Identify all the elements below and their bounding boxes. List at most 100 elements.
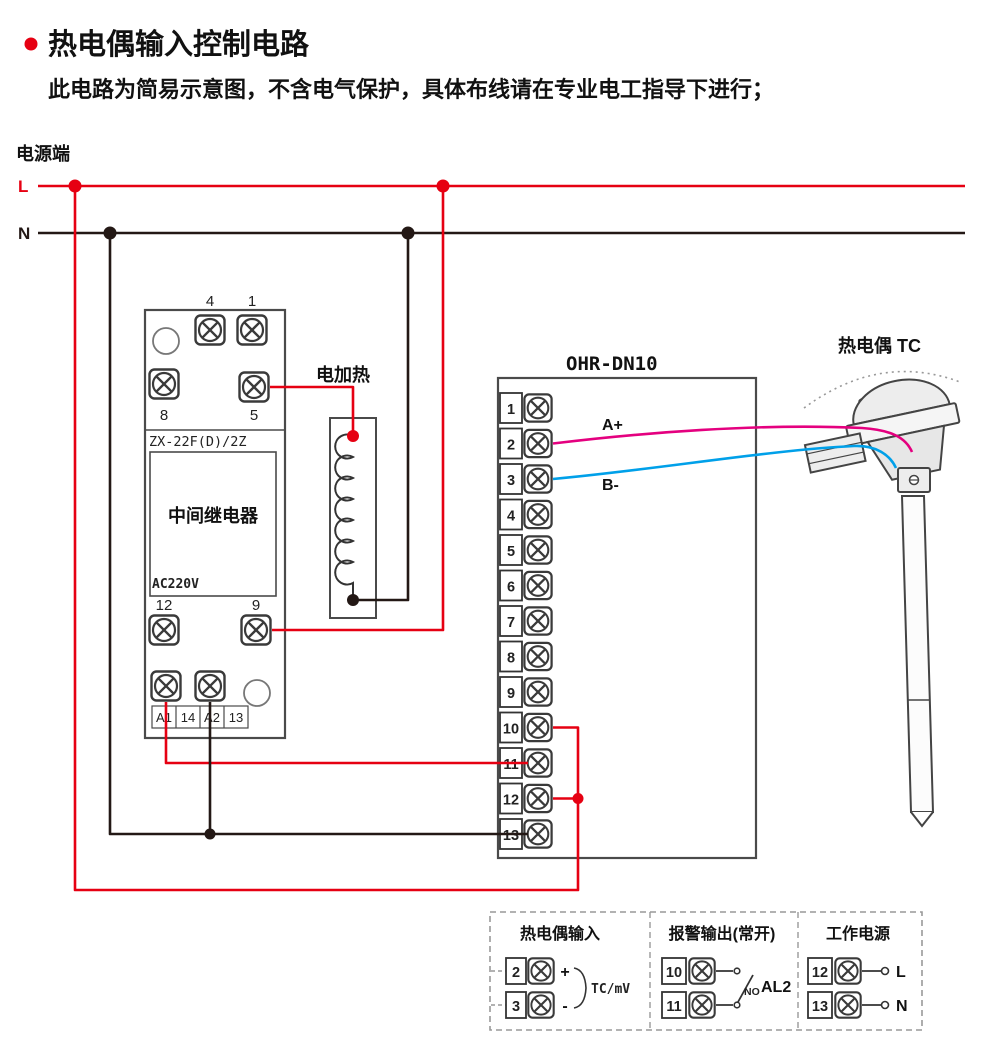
switch-blade-icon: [737, 974, 754, 1003]
probe-tube: [900, 495, 935, 813]
probe-tip: [910, 811, 934, 828]
controller-model: OHR-DN10: [566, 353, 658, 375]
wire-a-label: A+: [602, 417, 623, 434]
relay-terminal-a1-screw-icon: [150, 670, 182, 702]
terminal-number: 2: [507, 438, 515, 454]
controller-terminal-row: 9: [499, 676, 553, 708]
terminal-number: 11: [666, 999, 681, 1015]
controller-terminal-row: 6: [499, 569, 553, 602]
terminal-number: 1: [507, 402, 515, 418]
junction-dot: [103, 226, 117, 240]
heater-label: 电加热: [316, 364, 370, 385]
terminal-number-box: [505, 991, 527, 1019]
terminal-number-box: [807, 957, 833, 985]
wire-n-to-terminal13-a2: [108, 233, 528, 836]
terminal-number-box: [661, 991, 687, 1019]
terminal-number: 5: [507, 544, 515, 560]
screw-terminal-icon: [523, 819, 553, 849]
relay-terminal-9-label: 9: [252, 597, 260, 614]
wire-relay5-to-heater: [270, 385, 355, 436]
line-l-label: L: [18, 177, 28, 196]
screw-terminal-icon: [523, 641, 553, 672]
terminal-number: 13: [503, 828, 519, 844]
power-rails: 电源端 L N: [16, 143, 965, 243]
relay-terminal-4-label: 4: [206, 293, 214, 310]
controller-terminal-row: 2: [499, 427, 553, 460]
legend-tc-input-title: 热电偶输入: [520, 924, 600, 943]
tc-signal-label: TC/mV: [591, 982, 630, 997]
brace-icon: [573, 967, 587, 1009]
controller-terminal-row: 1: [499, 392, 553, 424]
controller-terminal-row: 7: [499, 605, 553, 637]
terminal-number-box: [505, 957, 527, 985]
terminal-number: 3: [507, 473, 515, 489]
power-point-icon: [880, 966, 890, 976]
terminal-number-box: [499, 605, 523, 637]
controller-terminal-row: 12: [499, 782, 553, 815]
dotted-arc-icon: [803, 370, 961, 409]
relay-terminal-9-screw-icon: [240, 614, 272, 646]
screw-terminal-icon: [688, 991, 716, 1019]
relay-name: 中间继电器: [168, 505, 259, 526]
screw-terminal-icon: [523, 464, 553, 494]
relay-terminal-a2-screw-icon: [194, 670, 226, 702]
screw-terminal-icon: [527, 991, 555, 1019]
bullet-icon: [24, 37, 38, 51]
terminal-number: 11: [503, 757, 518, 773]
screw-terminal-icon: [523, 499, 553, 530]
terminal-number: 10: [503, 722, 519, 738]
legend: 热电偶输入 2 3 + - TC/mV 报警输出(常开) 10 11: [489, 911, 923, 1031]
power-point-icon: [880, 1000, 890, 1010]
screw-terminal-icon: [527, 957, 555, 985]
screw-terminal-icon: [523, 393, 553, 423]
junction-dot: [572, 793, 584, 804]
controller-terminal-row: 10: [499, 711, 553, 744]
controller: OHR-DN10 1 2 3 4 5 6: [496, 353, 758, 860]
screw-terminal-icon: [523, 428, 553, 459]
controller-terminal-row: 8: [499, 640, 553, 673]
contact-point-icon: [733, 1001, 741, 1009]
screw-terminal-icon: [523, 783, 553, 814]
wire-b-minus: [552, 444, 898, 481]
junction-dot: [204, 828, 216, 840]
relay-model: ZX-22F(D)/2Z: [149, 434, 247, 450]
power-l-label: L: [896, 964, 906, 981]
terminal-number-box: [499, 640, 523, 673]
terminal-number: 7: [507, 615, 515, 631]
screw-terminal-icon: [523, 712, 553, 743]
junction-dot: [68, 179, 82, 193]
junction-dots: [68, 179, 584, 840]
header: 热电偶输入控制电路 此电路为简易示意图，不含电气保护，具体布线请在专业电工指导下…: [24, 27, 774, 102]
terminal-number-box: [499, 676, 523, 708]
relay-coil-14-label: 14: [181, 710, 195, 725]
legend-tc-input: 热电偶输入 2 3 + - TC/mV: [491, 924, 630, 1019]
terminal-number-box: [499, 463, 523, 495]
nut-line: [808, 451, 864, 465]
relay-coil-13-label: 13: [229, 710, 243, 725]
page-subtitle: 此电路为简易示意图，不含电气保护，具体布线请在专业电工指导下进行；: [48, 77, 774, 102]
thermocouple-head-icon: [803, 378, 961, 481]
terminal-number-box: [499, 782, 523, 815]
wire-a1-to-terminal11: [164, 702, 528, 765]
screw-terminal-icon: [834, 957, 862, 985]
page-title: 热电偶输入控制电路: [48, 27, 310, 61]
screw-terminal-icon: [523, 606, 553, 636]
junction-dot: [401, 226, 415, 240]
thermocouple-label: 热电偶 TC: [838, 335, 921, 356]
relay-coil-a2-label: A2: [204, 710, 220, 725]
terminal-number: 9: [507, 686, 515, 702]
legend-border: [489, 911, 923, 1031]
relay-coil-a1-label: A1: [156, 710, 172, 725]
head-skirt: [866, 424, 946, 481]
controller-terminal-row: 5: [499, 534, 553, 566]
screw-terminal-icon: [834, 991, 862, 1019]
relay-inner-box: [149, 451, 277, 597]
terminal-number-box: [499, 498, 523, 531]
terminal-number-box: [661, 957, 687, 985]
wire-relay9-to-l: [272, 186, 445, 632]
screw-terminal-icon: [523, 677, 553, 707]
terminal-number: 12: [812, 965, 828, 981]
heater-coil-icon: [334, 433, 356, 600]
screw-terminal-icon: [523, 535, 553, 565]
